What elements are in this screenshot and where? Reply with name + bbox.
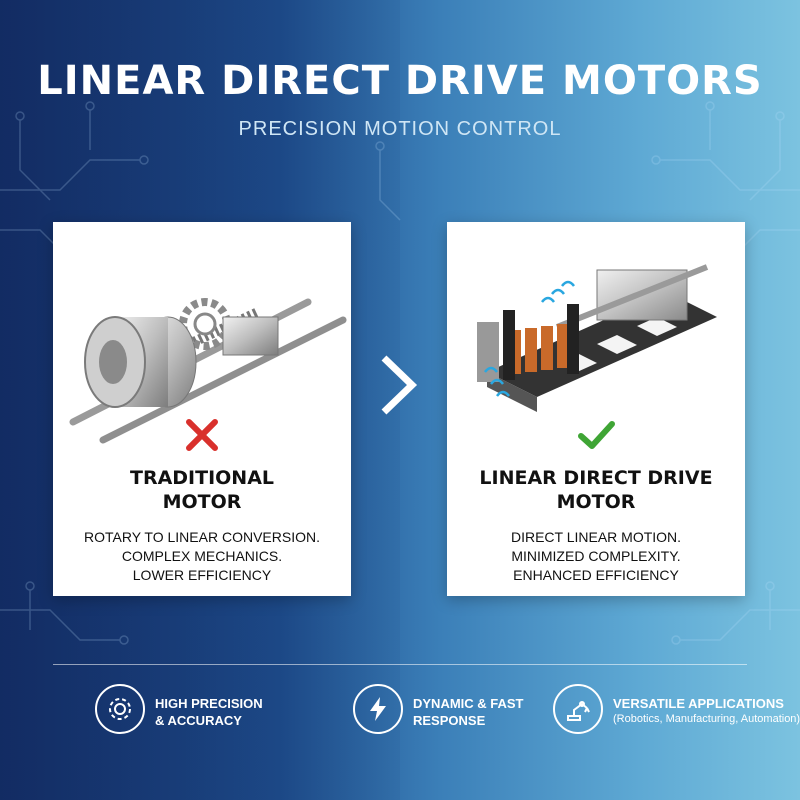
- card-description: DIRECT LINEAR MOTION. MINIMIZED COMPLEXI…: [510, 529, 682, 583]
- traditional-motor-card: TRADITIONAL MOTOR ROTARY TO LINEAR CONVE…: [53, 222, 351, 596]
- gear-icon: [95, 684, 145, 734]
- x-mark-icon: [186, 419, 218, 451]
- card-title: TRADITIONAL MOTOR: [129, 467, 275, 513]
- feature-label: HIGH PRECISION & ACCURACY: [155, 696, 263, 728]
- feature-sublabel: (Robotics, Manufacturing, Automation): [613, 713, 800, 725]
- traditional-motor-illustration: [69, 298, 347, 444]
- robot-arm-icon: [553, 684, 603, 734]
- linear-motor-illustration: [477, 264, 717, 412]
- chevron-right-icon: [381, 355, 418, 415]
- card-title: LINEAR DIRECT DRIVE MOTOR: [479, 467, 713, 513]
- feature-label: DYNAMIC & FAST RESPONSE: [413, 696, 524, 728]
- feature-label: VERSATILE APPLICATIONS: [613, 696, 784, 711]
- linear-motor-card: LINEAR DIRECT DRIVE MOTOR DIRECT LINEAR …: [447, 222, 745, 596]
- section-divider: [53, 664, 747, 665]
- lightning-icon: [353, 684, 403, 734]
- card-description: ROTARY TO LINEAR CONVERSION. COMPLEX MEC…: [84, 529, 320, 583]
- check-mark-icon: [578, 421, 615, 449]
- page-title: LINEAR DIRECT DRIVE MOTORS: [37, 58, 763, 104]
- page-subtitle: PRECISION MOTION CONTROL: [238, 118, 562, 140]
